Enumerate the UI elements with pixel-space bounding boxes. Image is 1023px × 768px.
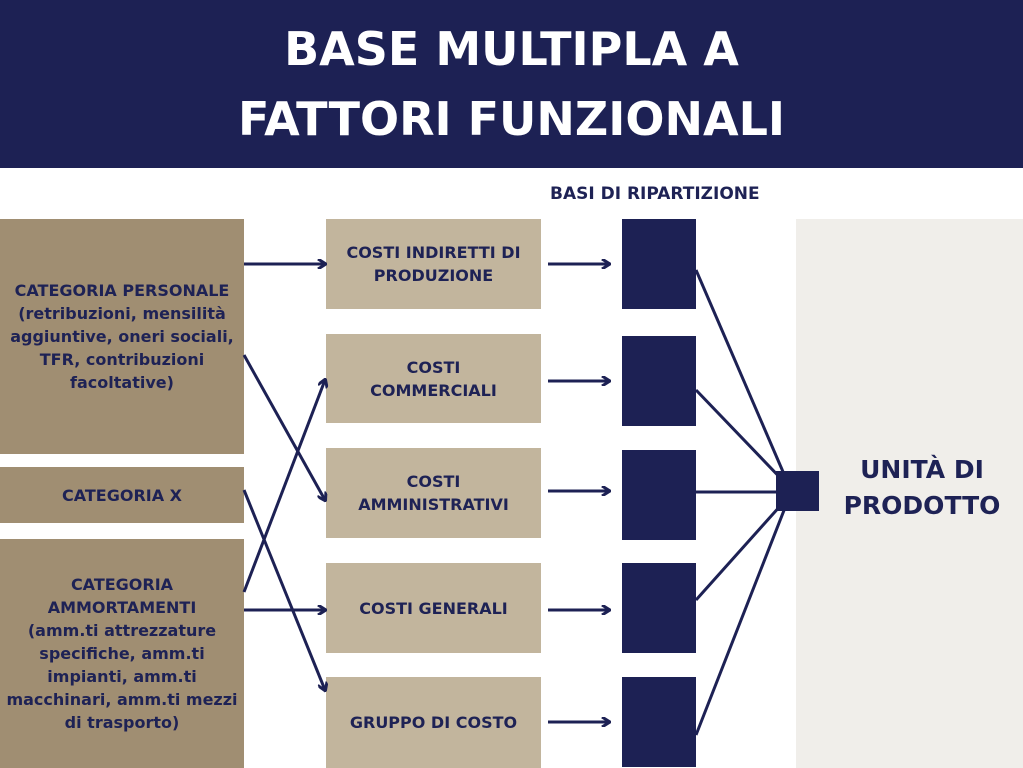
category-title: CATEGORIA AMMORTAMENTI — [47, 575, 197, 617]
cost-center-indiretti: COSTI INDIRETTI DI PRODUZIONE — [326, 219, 541, 309]
product-panel — [796, 219, 1023, 768]
arrow — [242, 354, 325, 500]
link-line — [694, 269, 792, 489]
link-line — [694, 388, 792, 490]
cost-center-commerciali: COSTI COMMERCIALI — [326, 334, 541, 423]
category-title: CATEGORIA X — [61, 485, 183, 505]
product-unit-node — [776, 471, 819, 511]
cost-center-gruppo: GRUPPO DI COSTO — [326, 677, 541, 768]
cost-center-generali: COSTI GENERALI — [326, 563, 541, 653]
category-detail: (retribuzioni, mensilità aggiuntive, one… — [10, 304, 234, 392]
link-line — [694, 493, 792, 602]
category-personale: CATEGORIA PERSONALE (retribuzioni, mensil… — [0, 219, 244, 454]
title-banner: BASE MULTIPLA A FATTORI FUNZIONALI — [0, 0, 1023, 168]
allocation-base-2 — [622, 336, 696, 426]
category-ammortamenti: CATEGORIA AMMORTAMENTI(amm.ti attrezzatu… — [0, 539, 244, 768]
category-detail: (amm.ti attrezzature specifiche, amm.ti … — [6, 621, 238, 732]
title-line-2: FATTORI FUNZIONALI — [237, 92, 785, 146]
allocation-base-4 — [622, 563, 696, 653]
category-title: CATEGORIA PERSONALE — [14, 281, 230, 300]
allocation-base-3 — [622, 450, 696, 540]
allocation-base-5 — [622, 677, 696, 767]
allocation-base-1 — [622, 219, 696, 309]
arrow — [242, 489, 325, 690]
category-x: CATEGORIA X — [0, 467, 244, 523]
basi-label: BASI DI RIPARTIZIONE — [550, 184, 760, 204]
product-unit-label: UNITÀ DI PRODOTTO — [843, 455, 1001, 520]
cost-center-amministrativi: COSTI AMMINISTRATIVI — [326, 448, 541, 538]
link-line — [694, 494, 792, 736]
arrow — [242, 380, 325, 593]
title-line-1: BASE MULTIPLA A — [284, 22, 739, 76]
